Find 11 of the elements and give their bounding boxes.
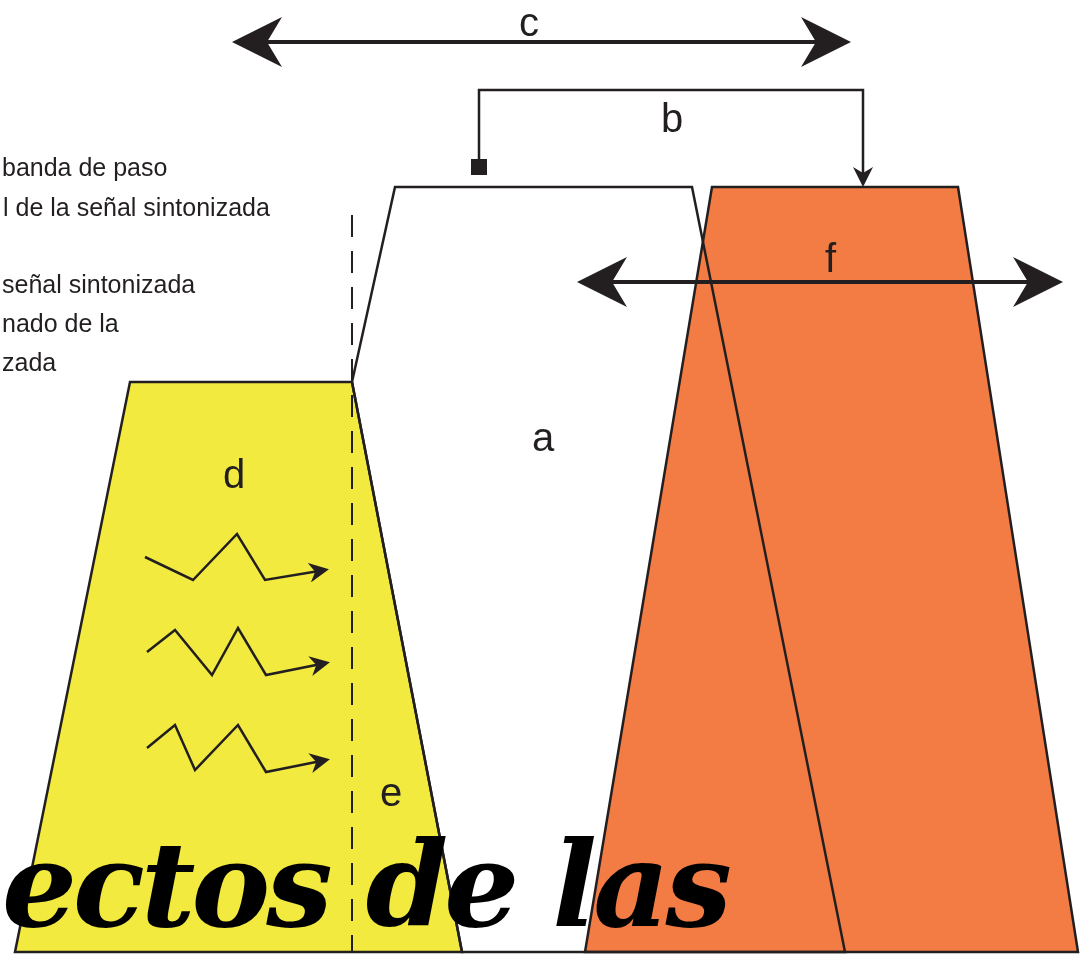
note-text: banda de paso: [2, 155, 168, 180]
band-letter: a: [532, 417, 555, 457]
note-text: l de la señal sintonizada: [3, 195, 270, 220]
note-text: señal sintonizada: [2, 272, 196, 297]
dimension-label: f: [825, 238, 837, 278]
bracket-arrow: [471, 88, 873, 187]
note-text: zada: [2, 350, 57, 375]
note-text: nado de la: [2, 311, 119, 336]
dimension-label: c: [519, 2, 539, 42]
band-letter: d: [223, 454, 246, 494]
band-letter: e: [380, 772, 403, 812]
